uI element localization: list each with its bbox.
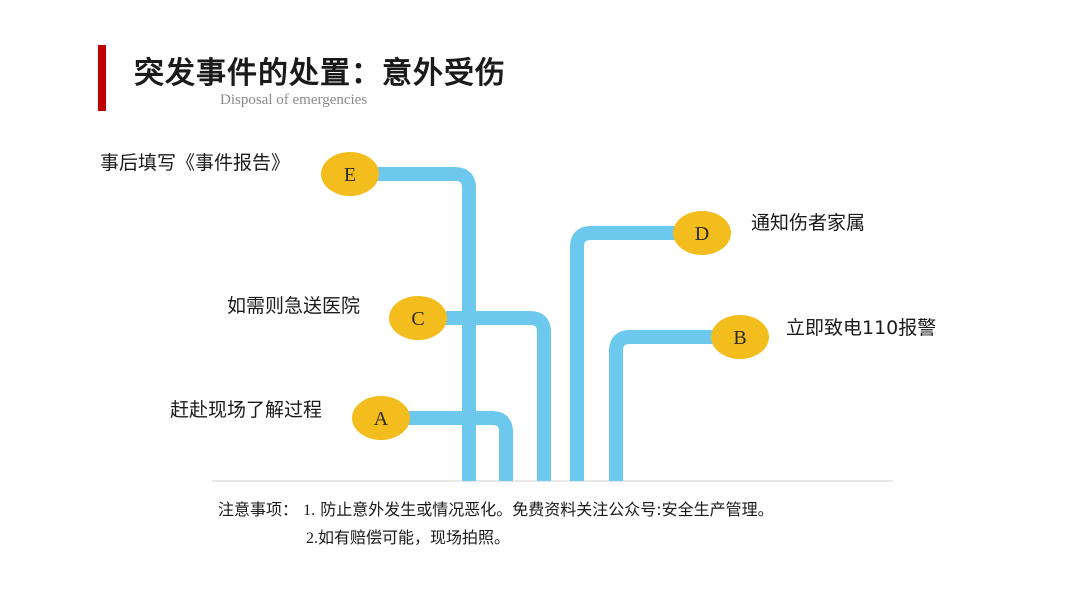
note-1-text: 防止意外发生或情况恶化。免费资料关注公众号:安全生产管理。 [320, 500, 774, 519]
step-e-label: 事后填写《事件报告》 [100, 152, 291, 174]
note-row-2: 2.如有赔偿可能，现场拍照。 [218, 524, 774, 552]
node-c-circle [389, 296, 447, 340]
page-subtitle: Disposal of emergencies [220, 92, 368, 108]
notes-heading: 注意事项： [218, 500, 299, 519]
node-b-letter: B [733, 327, 746, 349]
note-1-number: 1. [303, 502, 316, 519]
pipe-b [609, 330, 740, 481]
node-e-circle [321, 152, 379, 196]
node-c-letter: C [411, 308, 424, 330]
node-d-letter: D [695, 223, 709, 245]
step-d-label: 通知伤者家属 [751, 212, 866, 234]
node-e: E [321, 152, 379, 196]
page-title: 突发事件的处置：意外受伤 [134, 56, 506, 91]
note-2-text: 如有赔偿可能，现场拍照。 [318, 528, 511, 547]
node-a-letter: A [374, 408, 389, 430]
pipe-d [570, 226, 702, 481]
node-c: C [389, 296, 447, 340]
node-a: A [352, 396, 410, 440]
node-d: D [673, 211, 731, 255]
step-b-label: 立即致电110报警 [786, 317, 937, 339]
step-c-label: 如需则急送医院 [227, 295, 361, 317]
node-b-circle [711, 315, 769, 359]
node-b: B [711, 315, 769, 359]
node-d-circle [673, 211, 731, 255]
note-2-number: 2. [306, 530, 318, 547]
step-a-label: 赶赴现场了解过程 [170, 399, 323, 421]
pipe-e [350, 167, 476, 481]
node-e-letter: E [344, 164, 356, 186]
pipe-c [418, 311, 551, 481]
note-row-1: 注意事项： 1. 防止意外发生或情况恶化。免费资料关注公众号:安全生产管理。 [218, 496, 774, 524]
pipe-a [381, 411, 513, 481]
title-accent-bar [98, 45, 106, 111]
notes-section: 注意事项： 1. 防止意外发生或情况恶化。免费资料关注公众号:安全生产管理。 2… [218, 496, 774, 552]
node-a-circle [352, 396, 410, 440]
